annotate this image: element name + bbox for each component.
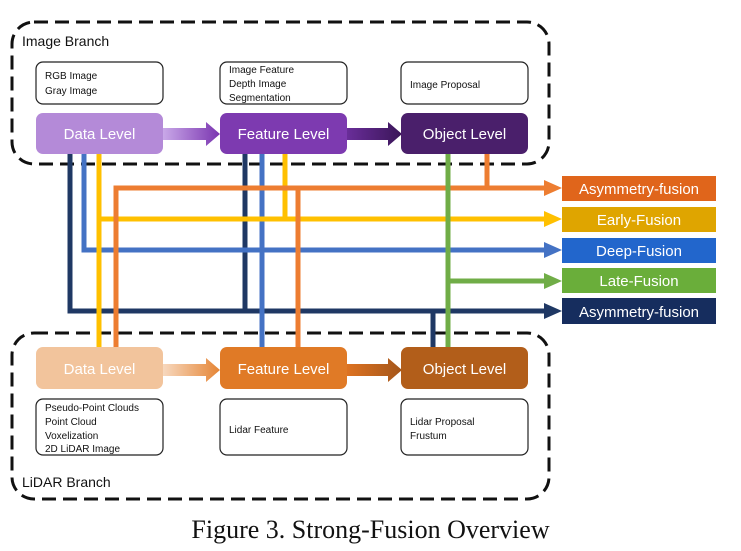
- deep-fusion-line: [81, 153, 547, 253]
- output-label-early: Early-Fusion: [597, 212, 681, 229]
- arrow-image-data-to-feature: [163, 122, 220, 146]
- image-data-level-box: [36, 113, 163, 154]
- lidar-feature-level-label: Feature Level: [238, 361, 330, 378]
- image-object-level-box: [401, 113, 528, 154]
- output-label-late: Late-Fusion: [599, 273, 678, 290]
- lidar-data-level-box: [36, 347, 163, 389]
- image-feature-note-line: Segmentation: [229, 93, 291, 104]
- asymmetry-fusion-line-image: [113, 185, 547, 347]
- lidar-object-level-label: Object Level: [423, 361, 506, 378]
- output-box-late: [562, 268, 716, 293]
- image-branch-frame: [10, 20, 551, 166]
- image-feature-level-box: [220, 113, 347, 154]
- asymmetry-fusion-line-lidar: [67, 153, 547, 314]
- arrow-image-feature-to-object: [346, 122, 402, 146]
- image-feature-level-label: Feature Level: [238, 126, 330, 143]
- image-feature-note: [219, 61, 348, 105]
- output-label-deep: Deep-Fusion: [596, 243, 682, 260]
- arrowhead-late: [544, 273, 562, 289]
- output-box-early: [562, 207, 716, 232]
- fusion-outputs: Asymmetry-fusion Early-Fusion Deep-Fusio…: [562, 176, 716, 324]
- fusion-arrowheads: [544, 180, 562, 319]
- image-object-note-line: Image Proposal: [410, 80, 480, 91]
- output-box-deep: [562, 238, 716, 263]
- output-box-asymmetry-top: [562, 176, 716, 201]
- image-data-note: [35, 61, 164, 105]
- lidar-data-note-line: Pseudo-Point Clouds: [45, 403, 139, 414]
- image-feature-note-line: Image Feature: [229, 65, 294, 76]
- lidar-feature-note-line: Lidar Feature: [229, 425, 289, 436]
- image-data-level-label: Data Level: [64, 126, 136, 143]
- image-branch-title: Image Branch: [22, 33, 109, 49]
- lidar-feature-level-box: [220, 347, 347, 389]
- output-box-asymmetry-bottom: [562, 298, 716, 324]
- figure-caption: Figure 3. Strong-Fusion Overview: [191, 515, 550, 544]
- lidar-data-note-line: Point Cloud: [45, 417, 97, 428]
- lidar-branch-title: LiDAR Branch: [22, 474, 111, 490]
- lidar-data-level-label: Data Level: [64, 361, 136, 378]
- lidar-object-note-line: Lidar Proposal: [410, 417, 474, 428]
- lidar-data-note: [35, 398, 164, 456]
- lidar-data-note-line: 2D LiDAR Image: [45, 444, 120, 455]
- fusion-connections: [67, 153, 547, 347]
- lidar-branch-frame: [10, 331, 551, 501]
- arrowhead-asymmetry-top: [544, 180, 562, 196]
- image-data-note-line: RGB Image: [45, 71, 98, 82]
- lidar-data-note-line: Voxelization: [45, 431, 98, 442]
- lidar-feature-note: [219, 398, 348, 456]
- lidar-object-note-line: Frustum: [410, 431, 447, 442]
- arrowhead-deep: [544, 242, 562, 258]
- image-feature-note-line: Depth Image: [229, 79, 287, 90]
- image-data-note-line: Gray Image: [45, 86, 98, 97]
- image-object-note: [400, 61, 529, 105]
- image-object-level-label: Object Level: [423, 126, 506, 143]
- strong-fusion-diagram: Image Branch LiDAR Branch Asymmetry-fusi…: [10, 20, 716, 501]
- arrow-lidar-feature-to-object: [346, 358, 402, 382]
- output-label-asymmetry-top: Asymmetry-fusion: [579, 181, 699, 198]
- arrowhead-asymmetry-bottom: [544, 303, 562, 319]
- lidar-object-note: [400, 398, 529, 456]
- lidar-object-level-box: [401, 347, 528, 389]
- arrowhead-early: [544, 211, 562, 227]
- arrow-lidar-data-to-feature: [163, 358, 220, 382]
- output-label-asymmetry-bottom: Asymmetry-fusion: [579, 304, 699, 321]
